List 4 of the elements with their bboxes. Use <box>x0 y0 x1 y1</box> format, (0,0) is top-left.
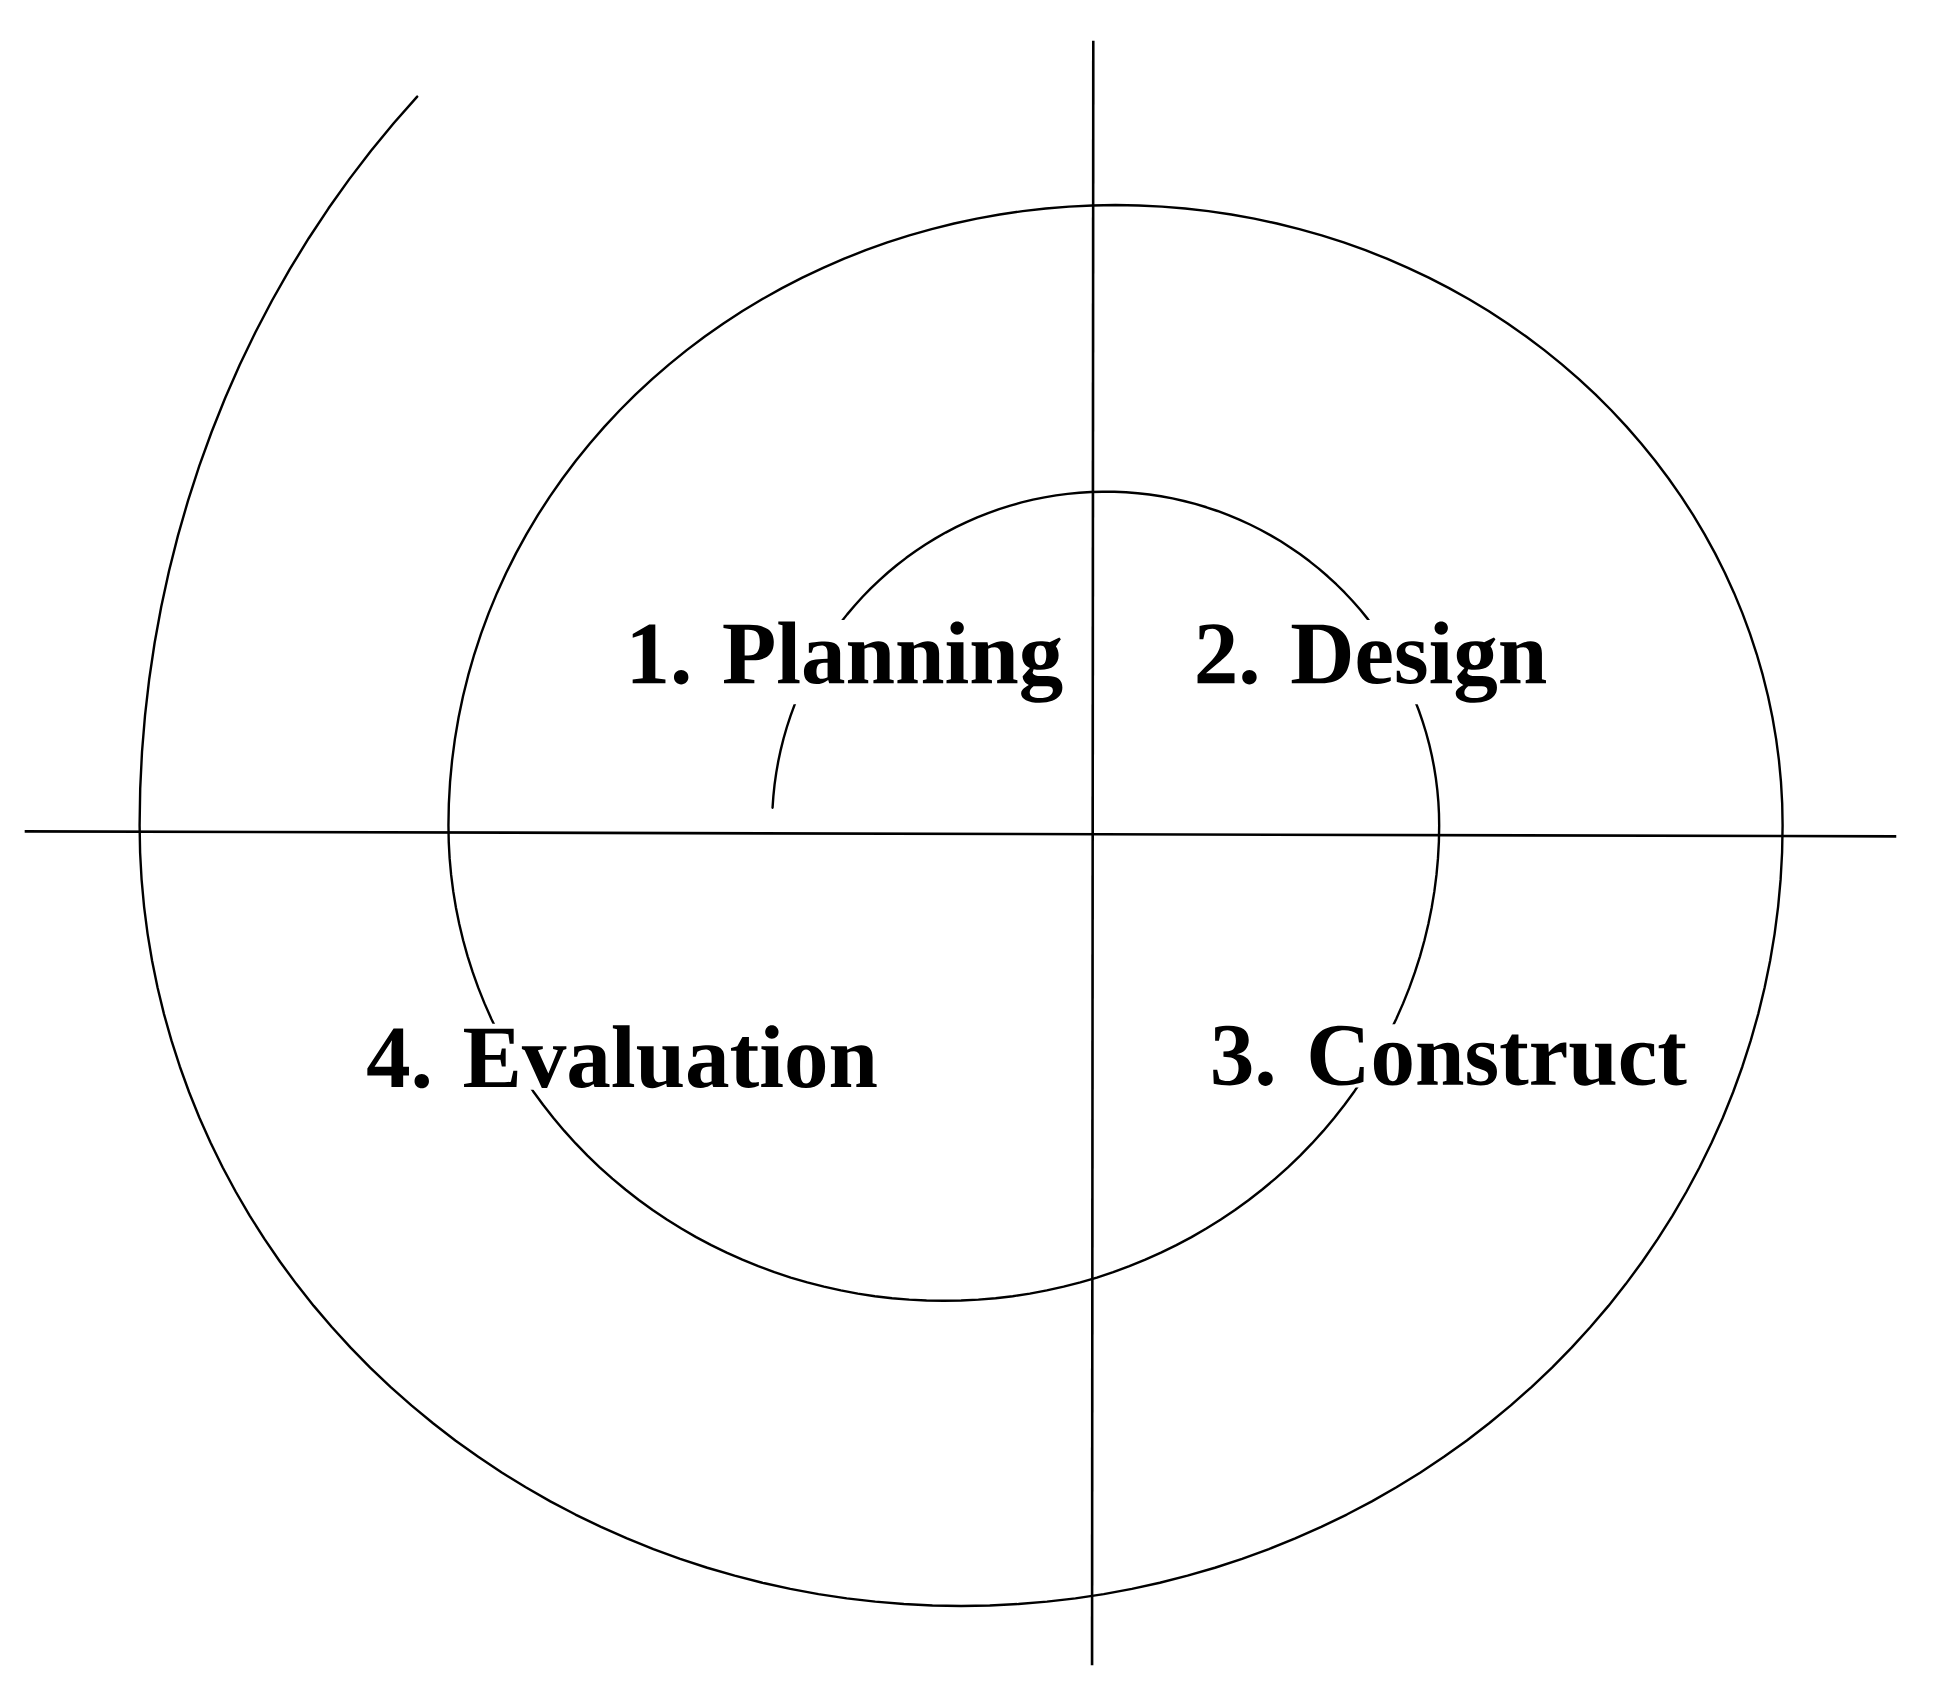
phase-label: 2. Design <box>1192 619 1549 705</box>
phase-label: 4. Evaluation <box>364 1023 880 1090</box>
phase-label: 1. Planning <box>624 619 1065 705</box>
phase-label: 3. Construct <box>1208 1024 1689 1088</box>
